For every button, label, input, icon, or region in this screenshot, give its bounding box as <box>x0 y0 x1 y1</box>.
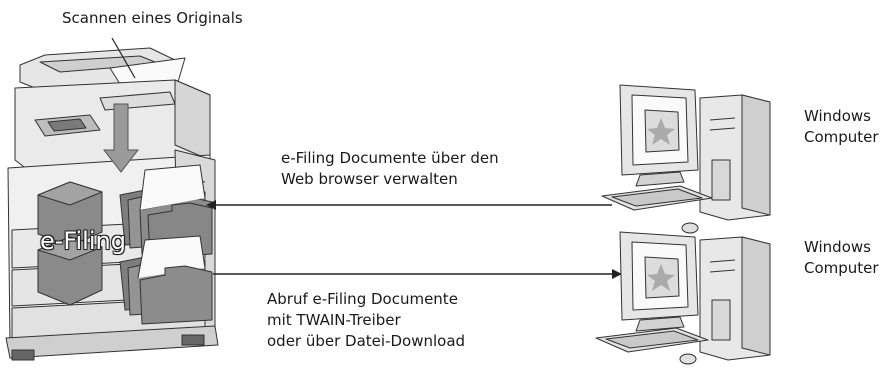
desktop-computer-icon <box>601 84 771 234</box>
desktop-computer-icon <box>595 231 771 365</box>
manage-label-line2: Web browser verwalten <box>281 170 458 188</box>
retrieve-label-line3: oder über Datei-Download <box>267 332 466 350</box>
manage-label-line1: e-Filing Documente über den <box>281 149 499 167</box>
efiling-storage-icon <box>37 164 213 325</box>
scan-original-label: Scannen eines Originals <box>62 9 243 27</box>
star-icon <box>647 118 675 145</box>
retrieve-label-line2: mit TWAIN-Treiber <box>267 311 401 329</box>
computer2-label-line1: Windows <box>804 238 871 256</box>
computer1-label-line2: Computer <box>804 128 879 146</box>
folder-icon <box>119 235 213 325</box>
star-icon <box>647 264 675 291</box>
computer2-label-line2: Computer <box>804 259 879 277</box>
retrieve-label-line1: Abruf e-Filing Documente <box>267 290 458 308</box>
efiling-label: e-Filing <box>40 227 126 255</box>
scan-pointer-line <box>111 37 136 79</box>
computer1-label-line1: Windows <box>804 107 871 125</box>
scan-down-arrow <box>102 103 140 173</box>
